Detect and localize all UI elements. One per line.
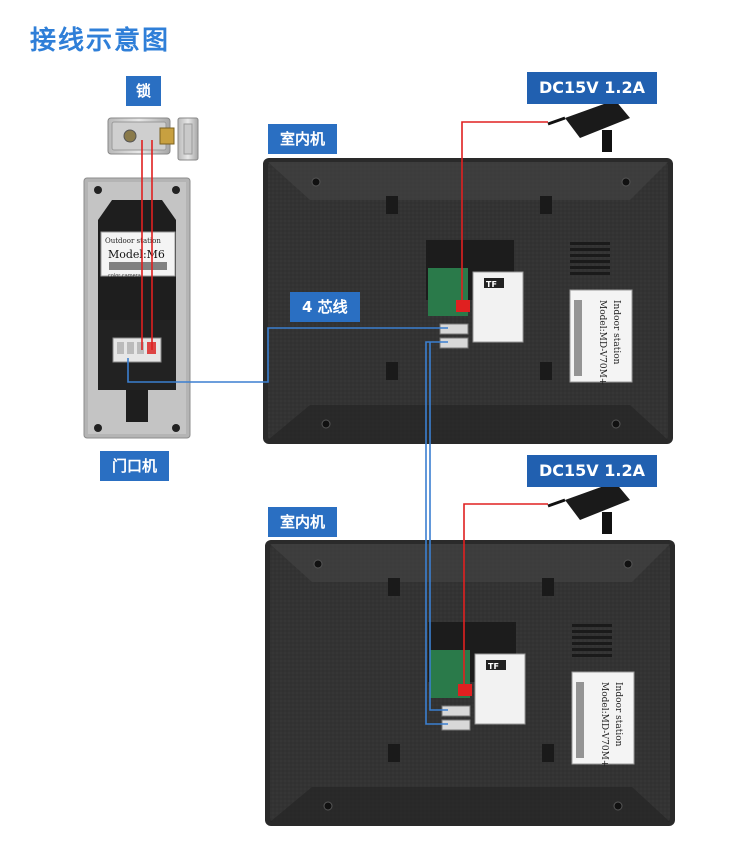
power-adapter-top	[547, 100, 630, 152]
indoor-unit-top	[263, 158, 673, 444]
power-adapter-bottom	[547, 482, 630, 534]
indoor-top-tf-label: TF	[486, 280, 497, 289]
diagram-title: 接线示意图	[30, 26, 171, 56]
indoor-bottom-label: 室内机	[268, 507, 338, 537]
outdoor-station	[83, 177, 191, 439]
power-spec-top: DC15V 1.2A	[527, 72, 657, 104]
indoor-top-sticker-line1: Indoor station	[611, 300, 621, 365]
indoor-top-label: 室内机	[268, 124, 338, 154]
four-core-wire	[127, 327, 448, 725]
lock-device	[107, 117, 199, 161]
indoor-bottom-sticker-line2: Model:MD-V70M+	[599, 682, 609, 767]
outdoor-label: 门口机	[100, 451, 170, 481]
indoor-bottom-sticker-line1: Indoor station	[613, 682, 623, 747]
lock-label: 锁	[126, 76, 162, 106]
outdoor-sticker-line3: color camera	[108, 273, 141, 279]
lock-wires	[141, 140, 153, 350]
outdoor-sticker-line1: Outdoor station	[105, 237, 161, 245]
indoor-bottom-tf-label: TF	[488, 662, 499, 671]
outdoor-sticker-line2: Model:M6	[108, 248, 165, 261]
power-wire-bottom	[463, 503, 548, 690]
four-core-wire-label: 4 芯线	[290, 292, 360, 322]
indoor-top-sticker-line2: Model:MD-V70M+	[597, 300, 607, 385]
indoor-unit-bottom	[265, 540, 675, 826]
power-spec-bottom: DC15V 1.2A	[527, 455, 657, 487]
power-wire-top	[461, 121, 548, 306]
